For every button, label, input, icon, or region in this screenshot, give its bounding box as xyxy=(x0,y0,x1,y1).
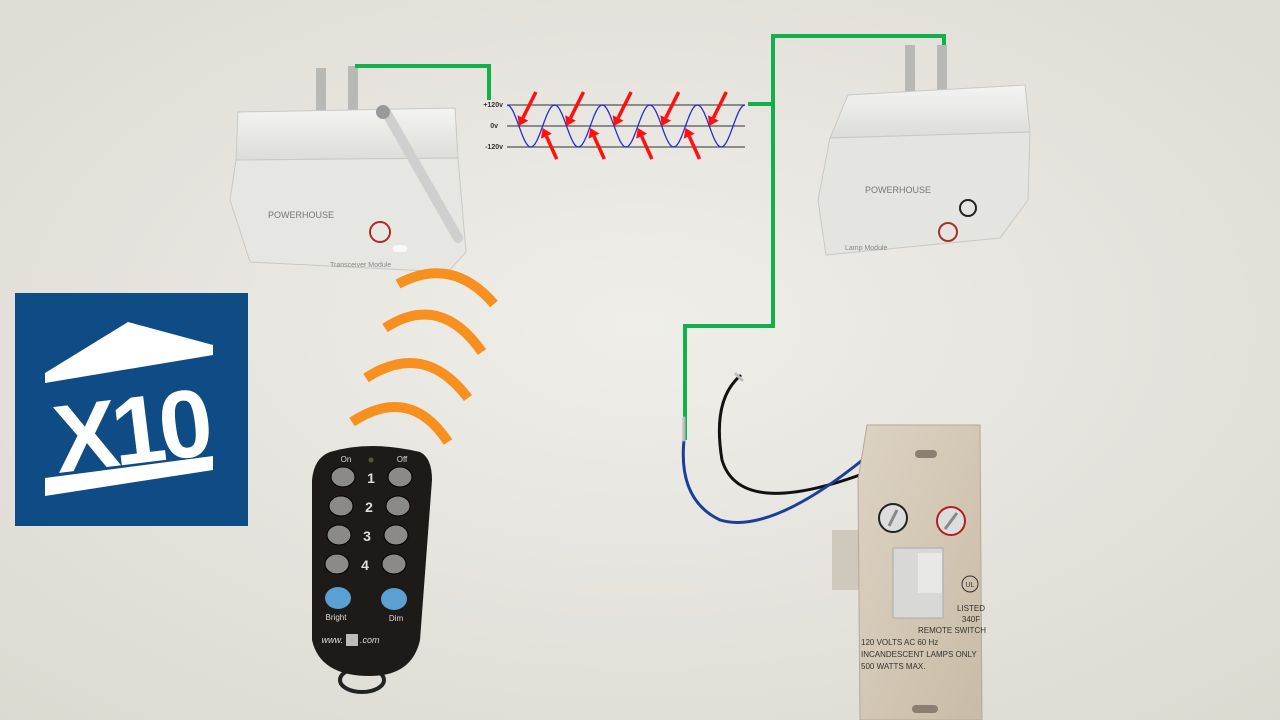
ul-text: UL xyxy=(966,582,975,589)
unit-number-label: 2 xyxy=(365,499,373,515)
x10-mini-logo xyxy=(346,634,358,646)
unit-2-on-button[interactable] xyxy=(328,495,354,517)
rating-line-1: 120 VOLTS AC 60 Hz xyxy=(861,638,938,647)
unit-3-off-button[interactable] xyxy=(383,524,409,546)
label-minus120: -120v xyxy=(485,144,503,151)
unit-4-on-button[interactable] xyxy=(324,553,350,575)
switch-side-bracket xyxy=(832,530,862,590)
unit-2-off-button[interactable] xyxy=(385,495,411,517)
module-button xyxy=(393,245,407,252)
logo-roof xyxy=(45,322,213,383)
rating-line-3: 500 WATTS MAX. xyxy=(861,662,925,671)
black-wire-tip xyxy=(734,372,744,382)
rf-arc-3 xyxy=(363,358,472,402)
transceiver-module: POWERHOUSE Transceiver Module xyxy=(229,66,467,273)
arrow-rising-crossing-1 xyxy=(540,128,559,160)
listed-label: LISTED xyxy=(957,604,985,613)
switch-wires xyxy=(681,372,870,524)
bright-button[interactable] xyxy=(325,587,351,609)
lamp-module: POWERHOUSE Lamp Module xyxy=(817,45,1031,256)
arrow-rising-crossing-2 xyxy=(588,128,606,160)
logo-base xyxy=(45,456,213,496)
wire-left-module xyxy=(355,64,491,100)
plug-prong-right xyxy=(348,66,358,112)
unit-3-on-button[interactable] xyxy=(326,524,352,546)
wire-main xyxy=(683,34,946,440)
module-top xyxy=(235,107,459,161)
plug-prong-right xyxy=(937,45,947,93)
on-label: On xyxy=(341,455,352,464)
rf-signal-arcs xyxy=(349,268,498,445)
rating-line-2: INCANDESCENT LAMPS ONLY xyxy=(861,650,977,659)
sine-wave xyxy=(506,104,746,148)
type-label: REMOTE SWITCH xyxy=(918,626,986,635)
arrow-falling-crossing-3 xyxy=(612,91,633,126)
unit-1-off-button[interactable] xyxy=(387,466,413,488)
off-label: Off xyxy=(397,455,408,464)
module-body xyxy=(229,157,467,273)
url-prefix: www. xyxy=(321,635,343,645)
module-name: Lamp Module xyxy=(845,245,888,252)
indicator-led xyxy=(368,457,374,463)
bright-label: Bright xyxy=(326,613,348,622)
arrow-rising-crossing-3 xyxy=(636,128,654,160)
arrow-falling-crossing-1 xyxy=(517,91,538,126)
url-suffix: .com xyxy=(360,635,380,645)
unit-1-on-button[interactable] xyxy=(330,466,356,488)
plug-prong-left xyxy=(905,45,915,93)
powerline-waveform: +120v 0v -120v xyxy=(483,91,746,160)
arrow-falling-crossing-2 xyxy=(565,91,586,126)
dim-label: Dim xyxy=(389,614,404,623)
antenna xyxy=(381,107,463,243)
module-body xyxy=(817,131,1031,256)
rocker-paddle xyxy=(918,553,942,593)
wall-switch: UL LISTED 340F REMOTE SWITCH 120 VOLTS A… xyxy=(832,424,986,720)
plug-prong-left xyxy=(316,68,326,112)
mounting-slot-bottom xyxy=(912,705,938,713)
unit-number-label: 3 xyxy=(363,528,371,544)
arrow-falling-crossing-4 xyxy=(660,91,681,126)
unitcode-dial xyxy=(938,222,958,242)
label-zero: 0v xyxy=(490,123,498,130)
x10-logo: X10 xyxy=(15,293,248,526)
dim-button[interactable] xyxy=(381,588,407,610)
blue-wire xyxy=(681,438,867,524)
label-plus120: +120v xyxy=(483,102,503,109)
unit-4-off-button[interactable] xyxy=(381,553,407,575)
rf-arc-2 xyxy=(382,309,487,355)
ul-mark xyxy=(961,575,979,593)
housecode-dial xyxy=(959,199,977,217)
powerline-wiring xyxy=(355,34,946,440)
module-brand: POWERHOUSE xyxy=(268,210,334,220)
mounting-slot xyxy=(915,450,937,458)
unit-number-label: 1 xyxy=(367,470,375,486)
rf-arc-1 xyxy=(395,268,498,308)
antenna-tip xyxy=(376,105,390,119)
module-name: Transceiver Module xyxy=(330,262,391,269)
black-wire xyxy=(717,374,870,495)
unit-number-label: 4 xyxy=(361,557,369,573)
remote-control: On Off 1 2 3 4 Bright Dim www. .com xyxy=(312,446,432,694)
module-brand: POWERHOUSE xyxy=(865,185,931,195)
housecode-dial xyxy=(369,221,391,243)
zero-crossing-arrows xyxy=(517,91,728,160)
rf-arc-4 xyxy=(349,402,453,445)
arrow-rising-crossing-4 xyxy=(683,128,702,160)
code-label: 340F xyxy=(962,615,980,624)
arrow-falling-crossing-5 xyxy=(707,91,728,126)
